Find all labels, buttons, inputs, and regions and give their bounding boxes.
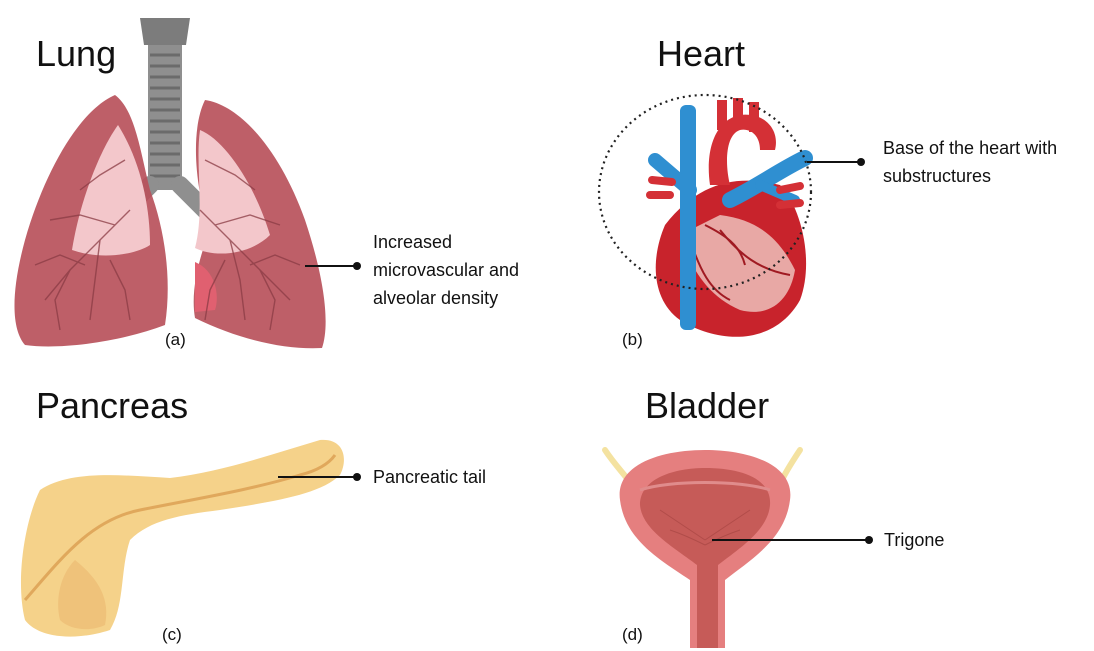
heart-title: Heart [657, 33, 745, 75]
lung-sublabel: (a) [165, 330, 186, 350]
heart-annotation-line-2: substructures [883, 162, 1057, 190]
lung-annotation: Increased microvascular and alveolar den… [373, 228, 519, 312]
bladder-illustration [605, 450, 800, 648]
lung-title: Lung [36, 33, 116, 75]
pancreas-annotation: Pancreatic tail [373, 463, 486, 491]
lung-annotation-line-2: microvascular and [373, 256, 519, 284]
heart-illustration [650, 98, 806, 337]
lung-annotation-line-1: Increased [373, 228, 519, 256]
heart-annotation: Base of the heart with substructures [883, 134, 1057, 190]
lung-annotation-line-3: alveolar density [373, 284, 519, 312]
pancreas-title: Pancreas [36, 385, 188, 427]
heart-sublabel: (b) [622, 330, 643, 350]
pancreas-illustration [21, 440, 344, 637]
bladder-sublabel: (d) [622, 625, 643, 645]
heart-annotation-line-1: Base of the heart with [883, 134, 1057, 162]
bladder-title: Bladder [645, 385, 769, 427]
bladder-annotation: Trigone [884, 526, 944, 554]
pancreas-sublabel: (c) [162, 625, 182, 645]
